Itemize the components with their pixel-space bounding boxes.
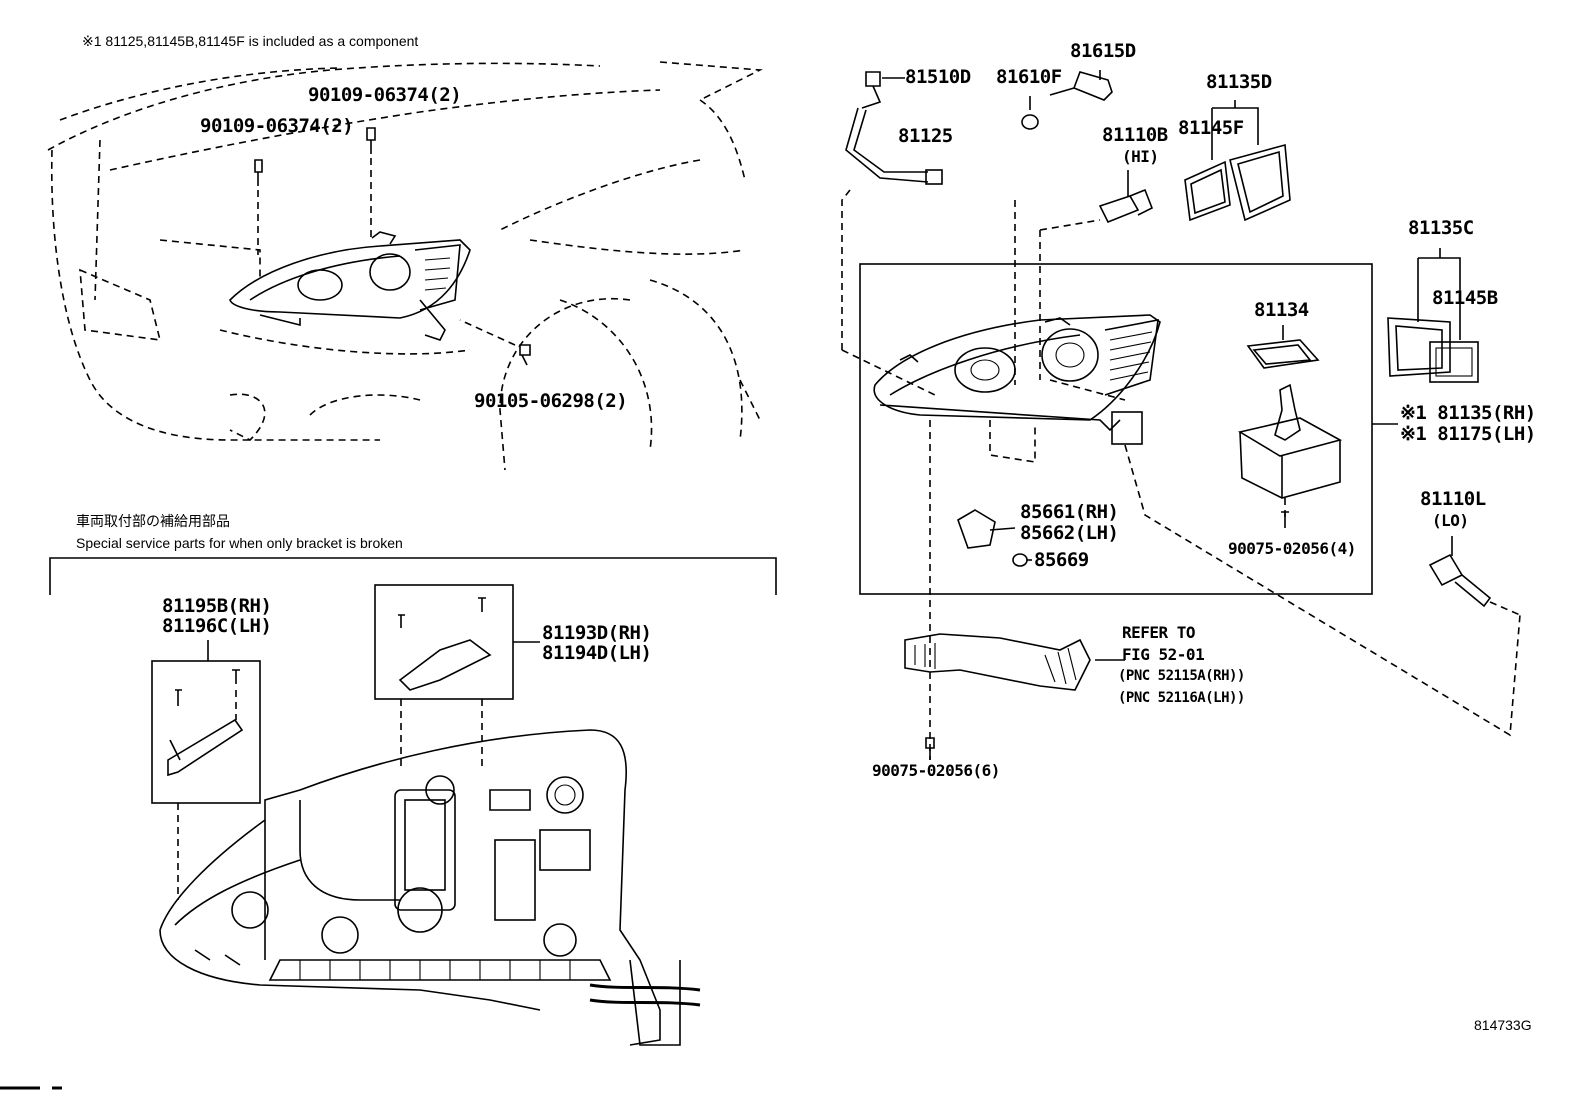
part-label-81110b-hi: (HI) bbox=[1122, 147, 1159, 166]
part-label-81193d: 81193D(RH) bbox=[542, 622, 652, 644]
part-label-90075-6: 90075-02056(6) bbox=[872, 761, 1000, 780]
part-label-81615d: 81615D bbox=[1070, 40, 1136, 62]
part-label-81125: 81125 bbox=[898, 125, 953, 147]
part-label-90109-b: 90109-06374(2) bbox=[308, 84, 462, 106]
part-label-90109-a: 90109-06374(2) bbox=[200, 115, 354, 137]
service-bracket-section bbox=[49, 557, 777, 1046]
service-note-jp: 車両取付部の補給用部品 bbox=[76, 513, 230, 529]
exploded-headlamp bbox=[841, 70, 1521, 760]
part-label-85669: 85669 bbox=[1034, 549, 1089, 571]
service-note-en: Special service parts for when only brac… bbox=[76, 535, 403, 551]
component-note: ※1 81125,81145B,81145F is included as a … bbox=[82, 33, 419, 49]
car-front-view bbox=[47, 61, 763, 471]
part-label-85661: 85661(RH) bbox=[1020, 501, 1119, 523]
refer-line-1: REFER TO bbox=[1122, 623, 1196, 642]
part-label-90105: 90105-06298(2) bbox=[474, 390, 628, 412]
part-label-81510d: 81510D bbox=[905, 66, 971, 88]
part-label-81175-lh: ※1 81175(LH) bbox=[1400, 423, 1536, 445]
part-label-81135c: 81135C bbox=[1408, 217, 1474, 239]
part-label-81110l: 81110L bbox=[1420, 488, 1486, 510]
figure-id: 814733G bbox=[1474, 1017, 1532, 1033]
part-label-81145b: 81145B bbox=[1432, 287, 1498, 309]
part-label-81195b: 81195B(RH) bbox=[162, 595, 272, 617]
part-label-81134: 81134 bbox=[1254, 299, 1309, 321]
part-label-85662: 85662(LH) bbox=[1020, 522, 1119, 544]
part-label-81110b: 81110B bbox=[1102, 124, 1168, 146]
part-label-81135-rh: ※1 81135(RH) bbox=[1400, 402, 1536, 424]
part-label-81110l-lo: (LO) bbox=[1432, 511, 1469, 530]
part-label-81145f: 81145F bbox=[1178, 117, 1244, 139]
refer-line-2: FIG 52-01 bbox=[1122, 645, 1205, 664]
part-label-81610f: 81610F bbox=[996, 66, 1062, 88]
part-label-81194d: 81194D(LH) bbox=[542, 642, 652, 664]
refer-line-4: (PNC 52116A(LH)) bbox=[1118, 690, 1245, 706]
part-label-90075-4: 90075-02056(4) bbox=[1228, 539, 1356, 558]
part-label-81196c: 81196C(LH) bbox=[162, 615, 272, 637]
refer-line-3: (PNC 52115A(RH)) bbox=[1118, 668, 1245, 684]
part-label-81135d: 81135D bbox=[1206, 71, 1272, 93]
